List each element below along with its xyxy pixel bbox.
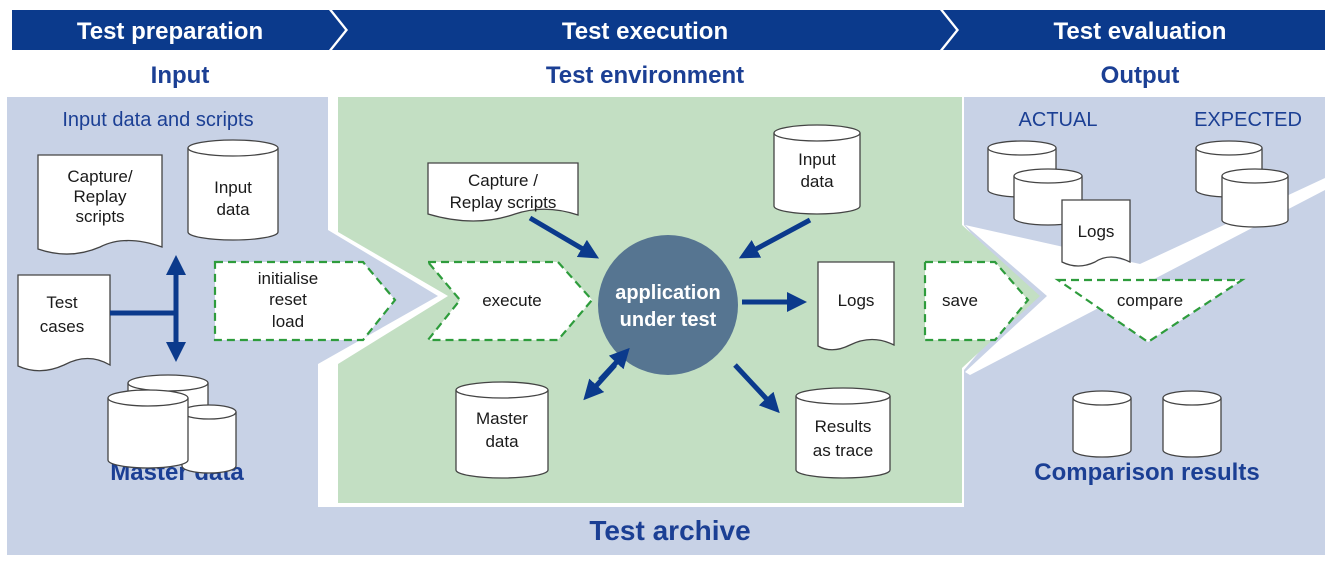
svg-text:Master: Master — [476, 409, 528, 428]
capture-replay-document: Capture/ Replay scripts — [37, 154, 163, 255]
expected-label: EXPECTED — [1194, 109, 1302, 131]
phase-test-preparation — [12, 10, 345, 50]
phase-label-preparation: Test preparation — [77, 18, 263, 45]
actual-label: ACTUAL — [1019, 109, 1098, 131]
phase-label-evaluation: Test evaluation — [1054, 18, 1227, 45]
svg-text:Replay: Replay — [74, 187, 127, 206]
svg-text:scripts: scripts — [75, 207, 124, 226]
svg-text:load: load — [272, 312, 304, 331]
svg-text:cases: cases — [40, 317, 84, 336]
svg-text:Capture/: Capture/ — [67, 167, 132, 186]
output-heading: Output — [1101, 62, 1180, 89]
scripts-to-app-arrow — [528, 215, 600, 259]
expected-cylinders — [1195, 140, 1289, 228]
svg-text:Results: Results — [815, 417, 872, 436]
input-to-app-arrow — [738, 217, 812, 259]
svg-text:save: save — [942, 291, 978, 310]
svg-text:Replay scripts: Replay scripts — [450, 193, 557, 212]
svg-text:as trace: as trace — [813, 441, 873, 460]
env-input-data-cylinder: Input data — [773, 124, 861, 215]
comparison-results-heading: Comparison results — [1034, 459, 1259, 486]
svg-text:Input: Input — [214, 178, 252, 197]
svg-text:Logs: Logs — [1078, 222, 1115, 241]
svg-text:execute: execute — [482, 291, 542, 310]
svg-text:Logs: Logs — [838, 291, 875, 310]
output-wedge — [965, 178, 1325, 375]
env-master-data-cylinder: Master data — [455, 381, 549, 479]
svg-text:initialise: initialise — [258, 269, 318, 288]
results-trace-cylinder: Results as trace — [795, 387, 891, 479]
svg-text:Test: Test — [46, 293, 77, 312]
actual-logs-document: Logs — [1061, 199, 1131, 267]
env-capture-replay-document: Capture / Replay scripts — [427, 162, 579, 222]
application-under-test: application under test — [598, 235, 738, 375]
phase-label-execution: Test execution — [562, 18, 728, 45]
app-master-arrow-b — [598, 347, 630, 382]
input-data-cylinder: Input data — [187, 139, 279, 241]
svg-text:Capture /: Capture / — [468, 171, 538, 190]
master-data-cylinders — [107, 374, 237, 474]
initialise-step: initialise reset load — [213, 260, 397, 342]
input-subtitle: Input data and scripts — [62, 109, 253, 131]
svg-text:data: data — [800, 172, 834, 191]
test-environment-heading: Test environment — [546, 62, 744, 89]
phase-test-execution — [332, 10, 956, 50]
phase-bar: Test preparation Test execution Test eva… — [12, 10, 1325, 50]
svg-text:under test: under test — [620, 309, 717, 331]
svg-text:data: data — [216, 200, 250, 219]
save-step: save — [923, 260, 1030, 342]
app-to-results-arrow — [733, 363, 780, 414]
svg-text:compare: compare — [1117, 291, 1183, 310]
test-archive-heading: Test archive — [589, 515, 750, 546]
input-heading: Input — [151, 62, 210, 89]
execute-step: execute — [425, 260, 594, 342]
env-logs-document: Logs — [817, 261, 895, 351]
svg-text:application: application — [615, 282, 721, 304]
test-cases-document: Test cases — [17, 274, 111, 372]
compare-step: compare — [1054, 278, 1246, 344]
comparison-result-cylinders — [1072, 390, 1222, 458]
svg-text:reset: reset — [269, 290, 307, 309]
svg-text:data: data — [485, 432, 519, 451]
svg-text:Input: Input — [798, 150, 836, 169]
phase-test-evaluation — [943, 10, 1325, 50]
